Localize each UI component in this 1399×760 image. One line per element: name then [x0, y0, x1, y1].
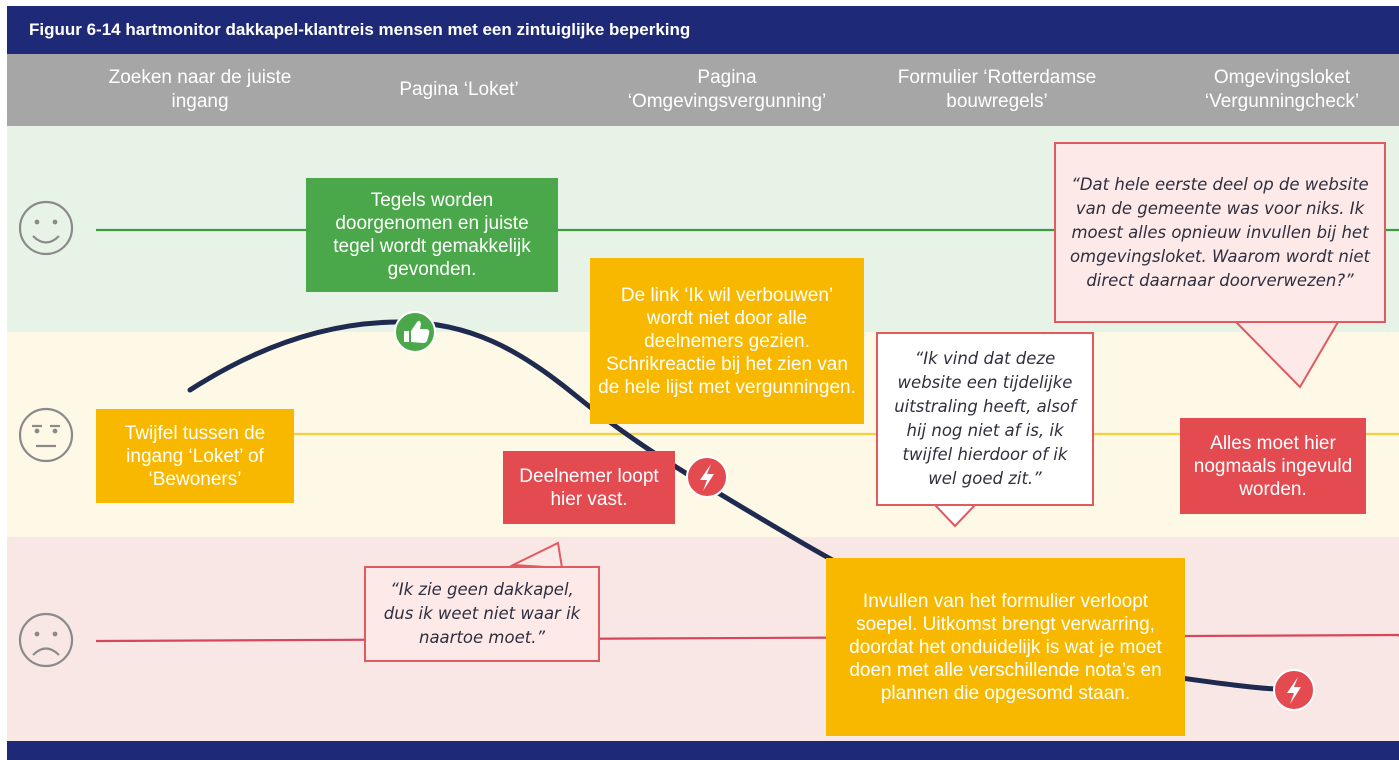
note-invullen: Invullen van het formulier verloopt soep… [826, 558, 1185, 736]
smiley-neutral-icon [18, 407, 74, 463]
title-bar: Figuur 6-14 hartmonitor dakkapel-klantre… [7, 6, 1399, 54]
phase-header: Zoeken naar de juiste ingang Pagina ‘Lok… [7, 54, 1399, 126]
note-link: De link ‘Ik wil verbouwen’ wordt niet do… [590, 258, 864, 424]
quote-dakkapel: “Ik zie geen dakkapel, dus ik weet niet … [364, 566, 600, 662]
smiley-happy-icon [18, 200, 74, 256]
footer-bar [7, 741, 1399, 760]
note-tegels: Tegels worden doorgenomen en juiste tege… [306, 178, 558, 292]
smiley-sad-icon [18, 612, 74, 668]
phase-3: Pagina ‘Omgevingsvergunning’ [627, 67, 827, 112]
negative-line [95, 633, 1399, 643]
figure-title: Figuur 6-14 hartmonitor dakkapel-klantre… [29, 20, 691, 39]
quote-gemeente: “Dat hele eerste deel op de website van … [1054, 142, 1386, 323]
bubble-tail-website [932, 504, 978, 528]
note-deelnemer: Deelnemer loopt hier vast. [503, 451, 675, 524]
note-twijfel: Twijfel tussen de ingang ‘Loket’ of ‘Bew… [96, 409, 294, 503]
bubble-tail-dakkapel [509, 541, 564, 570]
note-alles: Alles moet hier nogmaals ingevuld worden… [1180, 418, 1366, 514]
phase-2: Pagina ‘Loket’ [399, 79, 519, 100]
phase-1: Zoeken naar de juiste ingang [108, 67, 292, 112]
quote-website: “Ik vind dat deze website een tijdelijke… [876, 332, 1094, 506]
phase-5: Omgevingsloket ‘Vergunningcheck’ [1204, 67, 1360, 112]
phase-4: Formulier ‘Rotterdamse bouwregels’ [897, 67, 1097, 112]
bubble-tail-gemeente [1233, 321, 1340, 389]
